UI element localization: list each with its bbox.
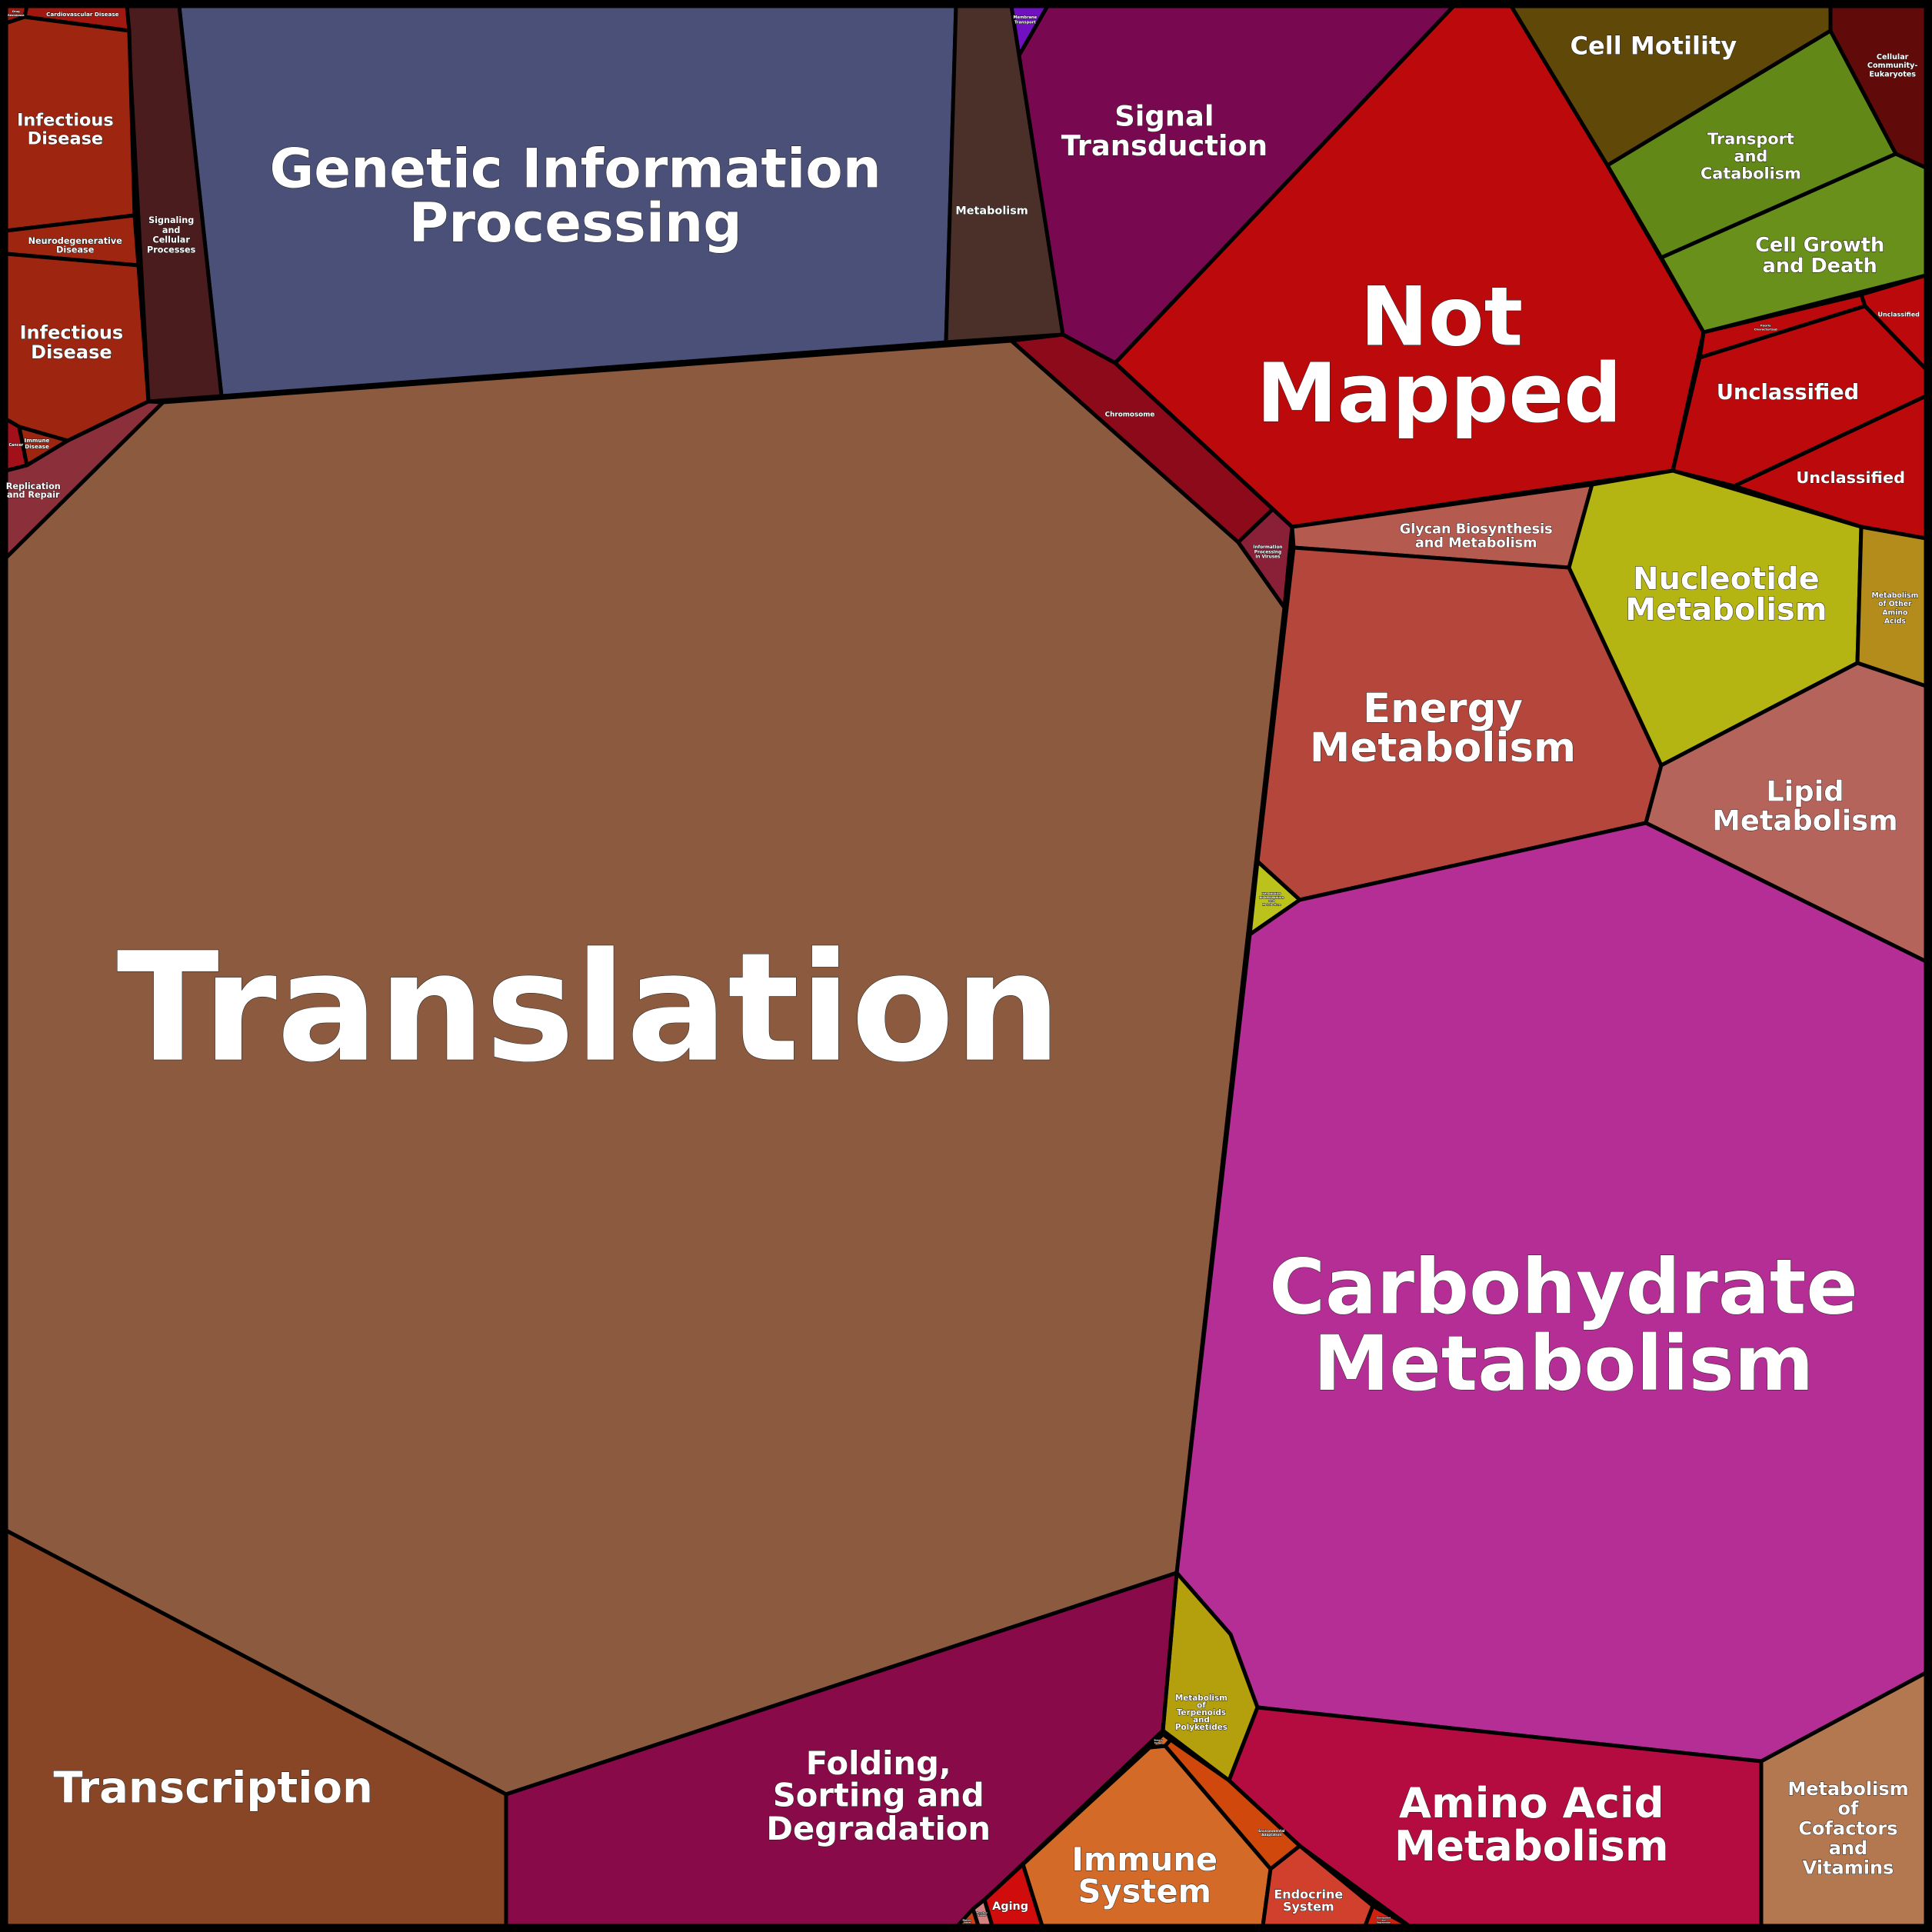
label-cancer: Cancer bbox=[9, 443, 24, 448]
label-unclassified-1: Unclassified bbox=[1717, 381, 1859, 405]
label-metabolism: Metabolism bbox=[955, 205, 1028, 218]
label-translation: Translation bbox=[117, 921, 1061, 1096]
cell-sensory-system[interactable] bbox=[1148, 1732, 1173, 1750]
label-chromosome: Chromosome bbox=[1105, 411, 1155, 418]
label-unclassified-small: Unclassified bbox=[1877, 311, 1920, 318]
label-aging: Aging bbox=[992, 1900, 1028, 1913]
label-cell-motility: Cell Motility bbox=[1571, 31, 1737, 60]
label-transcription: Transcription bbox=[53, 1764, 373, 1814]
label-unclassified-2: Unclassified bbox=[1796, 468, 1905, 487]
label-cardiovascular-disease: Cardiovascular Disease bbox=[46, 11, 118, 18]
